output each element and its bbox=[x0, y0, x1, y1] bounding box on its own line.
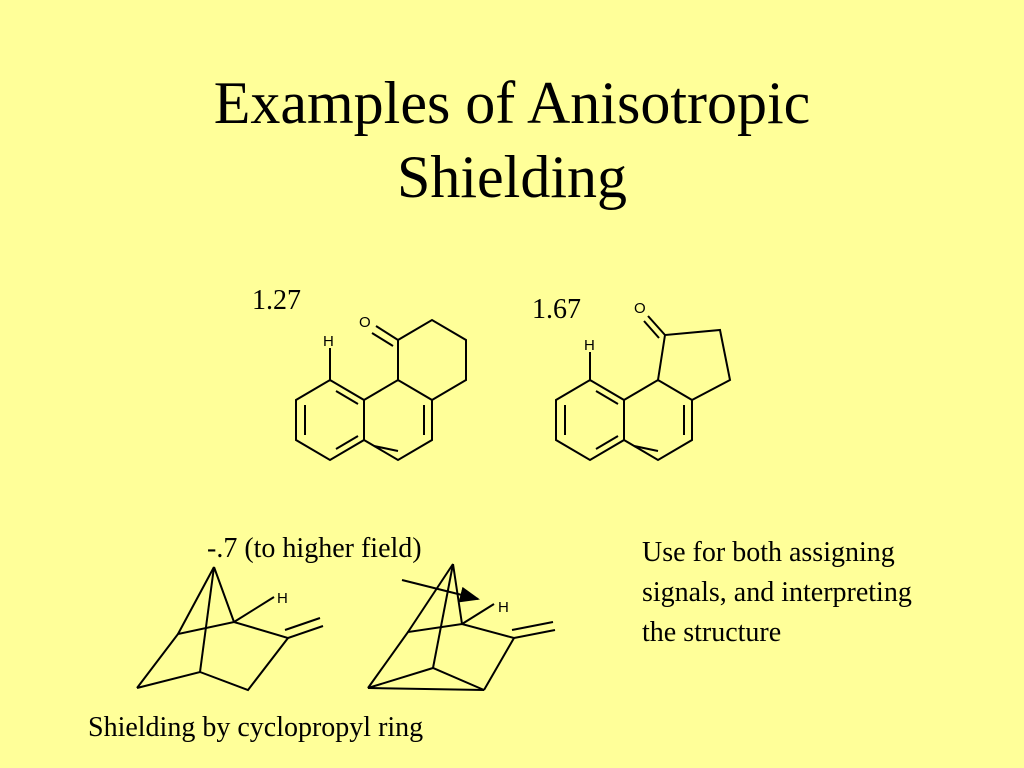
oxygen-label-2: O bbox=[634, 300, 646, 317]
chemical-shift-label-2: 1.67 bbox=[532, 294, 581, 325]
hydrogen-label-1: H bbox=[323, 333, 334, 350]
shielding-arrow bbox=[401, 579, 480, 603]
endo-hydrogen-bond bbox=[233, 596, 275, 623]
oxygen-label-1: O bbox=[359, 314, 371, 331]
norbornane-frame bbox=[136, 620, 290, 692]
title-line-1: Examples of Anisotropic bbox=[213, 70, 811, 136]
methylenenorbornane-structure: H bbox=[136, 566, 324, 692]
caption: Shielding by cyclopropyl ring bbox=[88, 712, 424, 743]
title-line-2: Shielding bbox=[396, 144, 627, 210]
hydrogen-label-2: H bbox=[584, 337, 595, 354]
usage-note-line-3: the structure bbox=[642, 617, 782, 648]
chemical-shift-label-3: -.7 (to higher field) bbox=[207, 533, 422, 564]
usage-note-line-1: Use for both assigning bbox=[642, 537, 895, 568]
cyclopropyl-tricycle-structure: H bbox=[367, 563, 556, 691]
hydrogen-label-3: H bbox=[277, 590, 288, 607]
tricycle-frame bbox=[367, 622, 516, 691]
benzene-ring-middle-2 bbox=[623, 378, 693, 462]
usage-note: Use for both assigning signals, and inte… bbox=[642, 533, 912, 653]
benzene-ring-middle bbox=[363, 378, 433, 462]
cyclopentanone-ring bbox=[657, 328, 732, 401]
benzene-ring-left-2 bbox=[555, 378, 625, 462]
slide-title: Examples of Anisotropic Shielding bbox=[0, 66, 1024, 214]
usage-note-line-2: signals, and interpreting bbox=[642, 577, 912, 608]
hydrogen-label-4: H bbox=[498, 599, 509, 616]
shielded-hydrogen-bond bbox=[461, 603, 495, 625]
cyclopropyl-ring bbox=[367, 666, 485, 691]
chemical-shift-label-1: 1.27 bbox=[252, 285, 301, 316]
cyclohexanone-ring bbox=[397, 318, 467, 401]
benzene-ring-left bbox=[295, 378, 365, 462]
benzindanone-structure: O H bbox=[555, 300, 732, 462]
tetrahydrophenanthrenone-structure: O H bbox=[295, 314, 467, 462]
